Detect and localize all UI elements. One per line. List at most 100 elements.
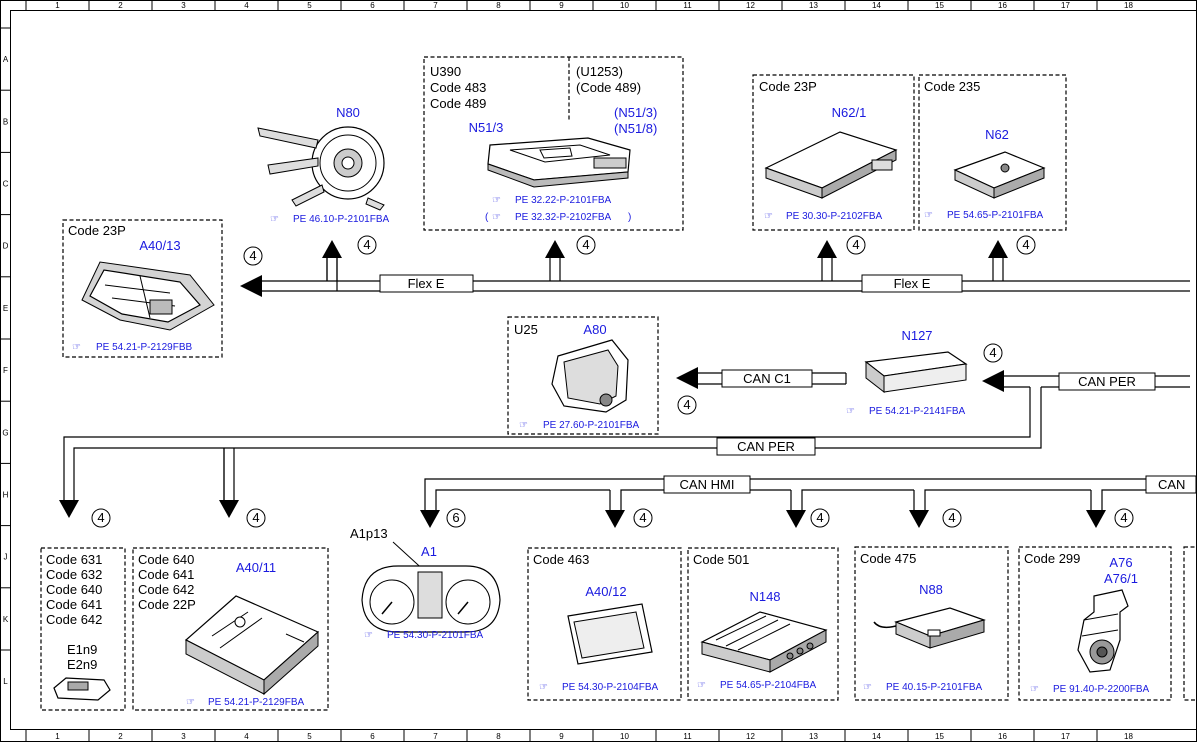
control-unit-icon	[487, 137, 631, 188]
n51-ref2[interactable]: PE 32.32-P-2102FBA	[515, 212, 611, 223]
col-label-bottom: 3	[181, 732, 186, 741]
e1n9-code-5: Code 642	[46, 612, 102, 627]
a40-13-ref[interactable]: PE 54.21-P-2129FBB	[96, 342, 192, 353]
row-label: E	[3, 304, 8, 313]
block-e1n9[interactable]: Code 631 Code 632 Code 640 Code 641 Code…	[40, 547, 126, 711]
n148-ref[interactable]: PE 54.65-P-2104FBA	[720, 680, 816, 691]
a40-13-id: A40/13	[139, 238, 180, 253]
n51-alt-id-1: (N51/3)	[614, 105, 657, 120]
col-label-bottom: 14	[872, 732, 881, 741]
n62-1-ref[interactable]: PE 30.30-P-2102FBA	[786, 211, 882, 222]
block-n51[interactable]: U390 Code 483 Code 489 (U1253) (Code 489…	[423, 56, 684, 231]
col-label-top: 8	[496, 1, 501, 10]
col-label-top: 13	[809, 1, 818, 10]
block-a80[interactable]: U25 A80 ☞ PE 27.60-P-2101FBA	[507, 316, 659, 435]
col-label-top: 1	[55, 1, 60, 10]
a40-12-code: Code 463	[533, 552, 589, 567]
a40-11-code-3: Code 642	[138, 582, 194, 597]
row-label: G	[2, 428, 8, 437]
a40-11-code-4: Code 22P	[138, 597, 196, 612]
col-label-top: 3	[181, 1, 186, 10]
row-label: J	[4, 553, 8, 562]
can-per-bus: CAN PER CAN PER	[59, 370, 1190, 518]
n148-code: Code 501	[693, 552, 749, 567]
n51-ref2-open: (	[485, 212, 489, 223]
a40-11-id: A40/11	[236, 560, 276, 575]
pin-n62: 4	[1022, 237, 1029, 252]
can-hmi-label: CAN HMI	[680, 477, 735, 492]
block-a1[interactable]: A1p13 A1 ☞ PE 54.30-P-2101FBA	[350, 526, 501, 641]
n127-ref[interactable]: PE 54.21-P-2141FBA	[869, 406, 965, 417]
n51-alt-code-2: (Code 489)	[576, 80, 641, 95]
control-unit-icon	[700, 611, 828, 673]
block-cutoff	[1183, 546, 1197, 701]
a40-13-code: Code 23P	[68, 223, 126, 238]
pin-a76: 4	[1120, 510, 1127, 525]
block-n148[interactable]: Code 501 N148 ☞ PE 54.65-P-2104FBA	[687, 547, 839, 701]
display-icon	[567, 603, 653, 665]
a1-sub-id: A1p13	[350, 526, 388, 541]
a80-id: A80	[583, 322, 606, 337]
e1n9-code-1: Code 631	[46, 552, 102, 567]
pin-n62-1: 4	[852, 237, 859, 252]
n62-ref[interactable]: PE 54.65-P-2101FBA	[947, 210, 1043, 221]
flex-e-label-1-text: Flex E	[408, 276, 445, 291]
a76-id-2: A76/1	[1104, 571, 1138, 586]
n80-ref[interactable]: PE 46.10-P-2101FBA	[293, 214, 389, 225]
flex-e-label-2: Flex E	[861, 274, 963, 293]
a40-12-ref-icon: ☞	[539, 682, 548, 693]
block-a40-11[interactable]: Code 640 Code 641 Code 642 Code 22P A40/…	[132, 547, 329, 711]
block-n62-1[interactable]: Code 23P N62/1 ☞ PE 30.30-P-2102FBA	[752, 74, 915, 231]
col-label-bottom: 10	[620, 732, 629, 741]
pin-a1: 6	[452, 510, 459, 525]
n88-ref[interactable]: PE 40.15-P-2101FBA	[886, 682, 982, 693]
a80-ref[interactable]: PE 27.60-P-2101FBA	[543, 420, 639, 431]
col-label-top: 5	[307, 1, 312, 10]
pin-a40-11: 4	[252, 510, 259, 525]
block-n62[interactable]: Code 235 N62 ☞ PE 54.65-P-2101FBA	[918, 74, 1067, 231]
n51-ref2-icon: ☞	[492, 212, 501, 223]
n51-ref[interactable]: PE 32.22-P-2101FBA	[515, 195, 611, 206]
a1-ref[interactable]: PE 54.30-P-2101FBA	[387, 630, 483, 641]
a40-12-id: A40/12	[585, 584, 626, 599]
lamp-unit-icon	[53, 677, 111, 701]
can-hmi-bus: CAN HMI CAN	[420, 475, 1197, 528]
block-n80[interactable]: N80 ☞ PE 46.10-P-2101FBA	[257, 105, 389, 225]
pin-n88: 4	[948, 510, 955, 525]
control-unit-icon	[764, 131, 898, 199]
block-a40-13[interactable]: Code 23P A40/13 ☞ PE 54.21-P-2129FBB	[62, 219, 223, 358]
col-label-top: 4	[244, 1, 249, 10]
block-a40-12[interactable]: Code 463 A40/12 ☞ PE 54.30-P-2104FBA	[527, 547, 682, 701]
e1n9-id-2: E2n9	[67, 657, 97, 672]
pin-n80: 4	[363, 237, 370, 252]
n51-code-2: Code 483	[430, 80, 486, 95]
a40-12-ref[interactable]: PE 54.30-P-2104FBA	[562, 682, 658, 693]
col-label-top: 9	[559, 1, 564, 10]
col-label-top: 12	[746, 1, 755, 10]
block-n88[interactable]: Code 475 N88 ☞ PE 40.15-P-2101FBA	[854, 546, 1009, 701]
col-label-top: 16	[998, 1, 1007, 10]
a80-ref-icon: ☞	[519, 420, 528, 431]
n127-id: N127	[901, 328, 932, 343]
col-label-bottom: 11	[683, 732, 692, 741]
col-label-top: 2	[118, 1, 123, 10]
block-n127[interactable]: N127 ☞ PE 54.21-P-2141FBA	[846, 328, 968, 417]
row-label: L	[3, 677, 8, 686]
pin-markers: 4 4 4 4 4 4 4 4 4 6 4 4 4 4	[91, 235, 1134, 528]
a76-ref[interactable]: PE 91.40-P-2200FBA	[1053, 684, 1149, 695]
a40-11-ref[interactable]: PE 54.21-P-2129FBA	[208, 697, 304, 708]
pin-e1n9: 4	[97, 510, 104, 525]
col-label-bottom: 5	[307, 732, 312, 741]
steering-column-module-icon	[257, 126, 385, 211]
row-label: C	[3, 180, 9, 189]
tire-pressure-module-icon	[873, 607, 986, 649]
col-label-top: 7	[433, 1, 438, 10]
a80-code: U25	[514, 322, 538, 337]
block-a76[interactable]: Code 299 A76 A76/1 ☞ PE 91.40-P-2200FBA	[1018, 546, 1172, 701]
seat-belt-tensioner-icon	[1077, 589, 1129, 673]
col-label-top: 15	[935, 1, 944, 10]
a40-11-code-2: Code 641	[138, 567, 194, 582]
col-label-bottom: 13	[809, 732, 818, 741]
n62-1-ref-icon: ☞	[764, 211, 773, 222]
